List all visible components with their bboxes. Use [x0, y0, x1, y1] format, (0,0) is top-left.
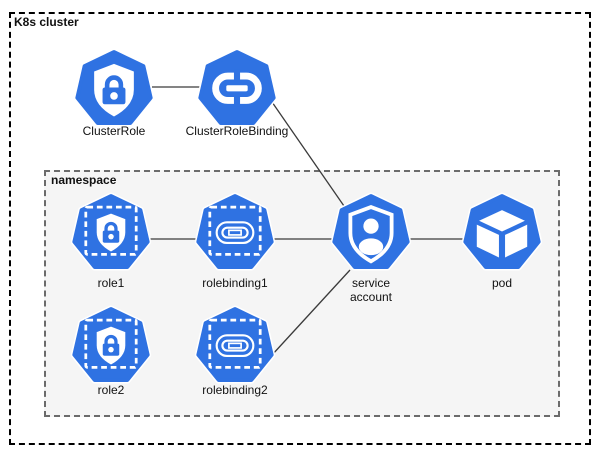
namespace-label: namespace [51, 173, 117, 187]
node-rolebinding1 [193, 191, 277, 272]
link-icon [195, 47, 279, 128]
shield-lock-icon [72, 47, 156, 128]
node-label-clusterrole: ClusterRole [82, 124, 146, 138]
node-label-pod: pod [491, 276, 513, 290]
service-account-icon [329, 191, 413, 272]
k8s-cluster-boundary [9, 12, 591, 445]
node-role1 [69, 191, 153, 272]
node-label-rolebinding1: rolebinding1 [202, 276, 268, 290]
link-dashed-icon [193, 304, 277, 385]
node-serviceaccount [329, 191, 413, 272]
node-clusterrolebinding [195, 47, 279, 128]
shield-lock-dashed-icon [69, 304, 153, 385]
node-label-clusterrolebinding: ClusterRoleBinding [185, 124, 289, 138]
node-rolebinding2 [193, 304, 277, 385]
node-label-serviceaccount: service account [349, 276, 393, 304]
node-label-role1: role1 [97, 276, 125, 290]
shield-lock-dashed-icon [69, 191, 153, 272]
node-role2 [69, 304, 153, 385]
node-clusterrole [72, 47, 156, 128]
link-dashed-icon [193, 191, 277, 272]
pod-cube-icon [460, 191, 544, 272]
node-label-rolebinding2: rolebinding2 [202, 383, 268, 397]
k8s-cluster-label: K8s cluster [14, 15, 79, 29]
node-label-role2: role2 [97, 383, 125, 397]
node-pod [460, 191, 544, 272]
